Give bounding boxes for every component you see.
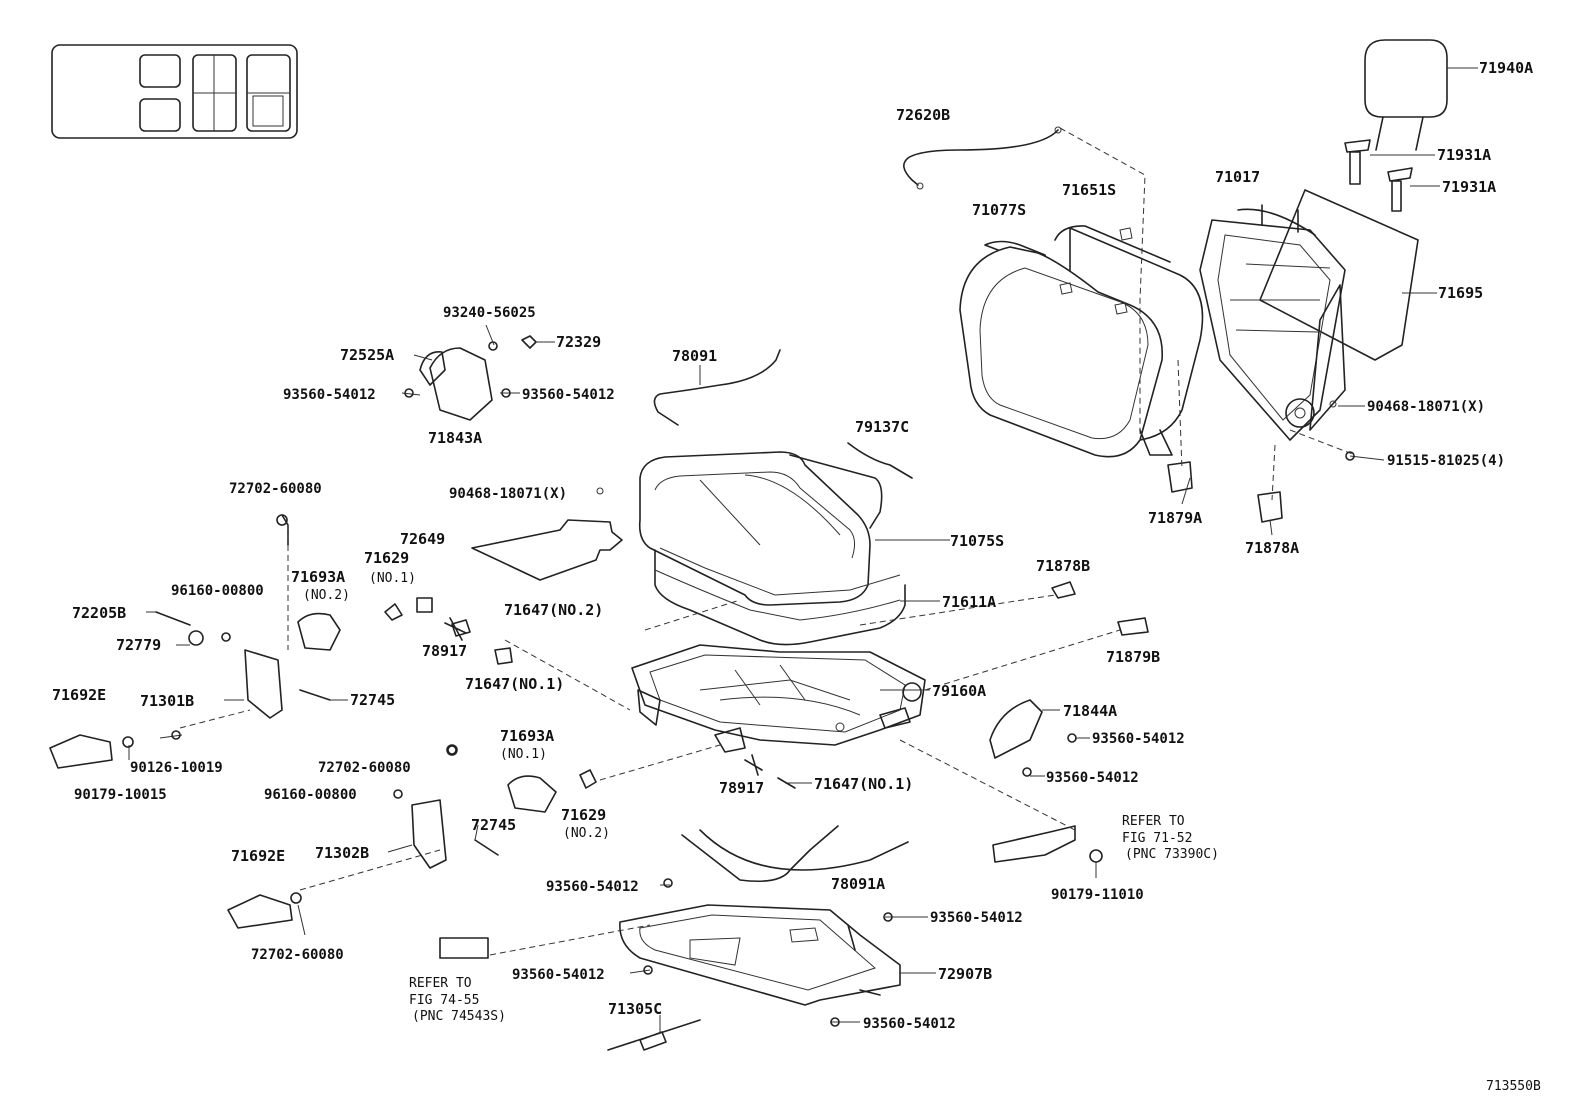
- label-71075S: 71075S: [950, 532, 1004, 550]
- seatback-cushion: [959, 225, 1204, 458]
- label-72907B: 72907B: [938, 965, 992, 983]
- label-72745-b: 72745: [471, 816, 516, 834]
- refer-to-left-line2: FIG 74-55: [409, 993, 479, 1008]
- label-91515-81025: 91515-81025(4): [1387, 453, 1505, 469]
- label-96160-00800-a: 96160-00800: [171, 583, 264, 599]
- label-71843A: 71843A: [428, 429, 482, 447]
- headrest: [1364, 39, 1448, 151]
- label-90468-18071-x-center: 90468-18071(X): [449, 486, 567, 502]
- label-78917-a: 78917: [422, 642, 467, 660]
- refer-to-box-left: [439, 937, 489, 959]
- label-90179-11010: 90179-11010: [1051, 887, 1144, 903]
- label-79137C: 79137C: [855, 418, 909, 436]
- label-no1-a: (NO.1): [369, 571, 416, 586]
- label-71931A-2: 71931A: [1442, 178, 1496, 196]
- right-side-parts: [989, 461, 1283, 863]
- headrest-support: [1344, 139, 1413, 212]
- label-71077S: 71077S: [972, 201, 1026, 219]
- label-72525A: 72525A: [340, 346, 394, 364]
- label-71844A: 71844A: [1063, 702, 1117, 720]
- label-93560-54012-a: 93560-54012: [283, 387, 376, 403]
- label-72620B: 72620B: [896, 106, 950, 124]
- label-79160A: 79160A: [932, 682, 986, 700]
- label-71302B: 71302B: [315, 844, 369, 862]
- seat-cushion: [638, 451, 906, 646]
- label-no2-b: (NO.2): [563, 826, 610, 841]
- label-71693A-no2: 71693A: [291, 568, 345, 586]
- label-71647-no1-a: 71647(NO.1): [465, 675, 564, 693]
- label-72779: 72779: [116, 636, 161, 654]
- label-71611A: 71611A: [942, 593, 996, 611]
- label-93560-54012-e: 93560-54012: [546, 879, 639, 895]
- label-71651S: 71651S: [1062, 181, 1116, 199]
- label-72649: 72649: [400, 530, 445, 548]
- label-90179-10015: 90179-10015: [74, 787, 167, 803]
- refer-to-left-line3: (PNC 74543S): [412, 1009, 506, 1024]
- label-71692E-b: 71692E: [231, 847, 285, 865]
- label-72702-60080-mid: 72702-60080: [318, 760, 411, 776]
- label-93560-54012-d: 93560-54012: [1046, 770, 1139, 786]
- label-71647-no1-b: 71647(NO.1): [814, 775, 913, 793]
- label-90468-18071-x-right: 90468-18071(X): [1367, 399, 1485, 415]
- label-93240-56025: 93240-56025: [443, 305, 536, 321]
- side-cover-group-upper: [49, 335, 537, 769]
- refer-to-right-line3: (PNC 73390C): [1125, 847, 1219, 862]
- side-cover-group-lower: [227, 745, 597, 929]
- label-71305C: 71305C: [608, 1000, 662, 1018]
- refer-to-right-line1: REFER TO: [1122, 814, 1185, 829]
- label-71878A: 71878A: [1245, 539, 1299, 557]
- label-72702-60080-top: 72702-60080: [229, 481, 322, 497]
- seat-board: [471, 519, 623, 581]
- label-93560-54012-f: 93560-54012: [930, 910, 1023, 926]
- figure-code: 713550B: [1486, 1079, 1541, 1094]
- seat-layout-key: [51, 44, 298, 139]
- adjuster-rod: [607, 1019, 701, 1051]
- label-93560-54012-g: 93560-54012: [512, 967, 605, 983]
- label-71647-no2: 71647(NO.2): [504, 601, 603, 619]
- label-71879B: 71879B: [1106, 648, 1160, 666]
- label-93560-54012-h: 93560-54012: [863, 1016, 956, 1032]
- label-71879A: 71879A: [1148, 509, 1202, 527]
- label-78091: 78091: [672, 347, 717, 365]
- label-93560-54012-c: 93560-54012: [1092, 731, 1185, 747]
- seatback-frame: [1199, 189, 1419, 441]
- label-93560-54012-b: 93560-54012: [522, 387, 615, 403]
- label-71301B: 71301B: [140, 692, 194, 710]
- fasteners: [122, 388, 1355, 1027]
- label-71695: 71695: [1438, 284, 1483, 302]
- label-71693A-no1: 71693A: [500, 727, 554, 745]
- refer-to-right-line2: FIG 71-52: [1122, 831, 1192, 846]
- refer-to-left-line1: REFER TO: [409, 976, 472, 991]
- label-71017: 71017: [1215, 168, 1260, 186]
- label-72702-60080-bottom: 72702-60080: [251, 947, 344, 963]
- label-71878B: 71878B: [1036, 557, 1090, 575]
- label-71629-no2: 71629: [561, 806, 606, 824]
- label-no1-b: (NO.1): [500, 747, 547, 762]
- label-71940A: 71940A: [1479, 59, 1533, 77]
- label-72329: 72329: [556, 333, 601, 351]
- leader-lines: [128, 67, 1478, 1032]
- label-72205B: 72205B: [72, 604, 126, 622]
- label-71692E-a: 71692E: [52, 686, 106, 704]
- label-71629-no1: 71629: [364, 549, 409, 567]
- reference-lines: [179, 127, 1356, 956]
- label-78917-b: 78917: [719, 779, 764, 797]
- part-labels: 71940A 71931A 71931A 71017 71695 72620B …: [52, 59, 1541, 1094]
- label-no2-a: (NO.2): [303, 588, 350, 603]
- seat-under-tray: [619, 904, 901, 1006]
- seat-frame: [631, 644, 926, 753]
- label-78091A: 78091A: [831, 875, 885, 893]
- label-72745-a: 72745: [350, 691, 395, 709]
- cables: [653, 126, 1062, 883]
- label-71931A-1: 71931A: [1437, 146, 1491, 164]
- label-90126-10019: 90126-10019: [130, 760, 223, 776]
- label-96160-00800-b: 96160-00800: [264, 787, 357, 803]
